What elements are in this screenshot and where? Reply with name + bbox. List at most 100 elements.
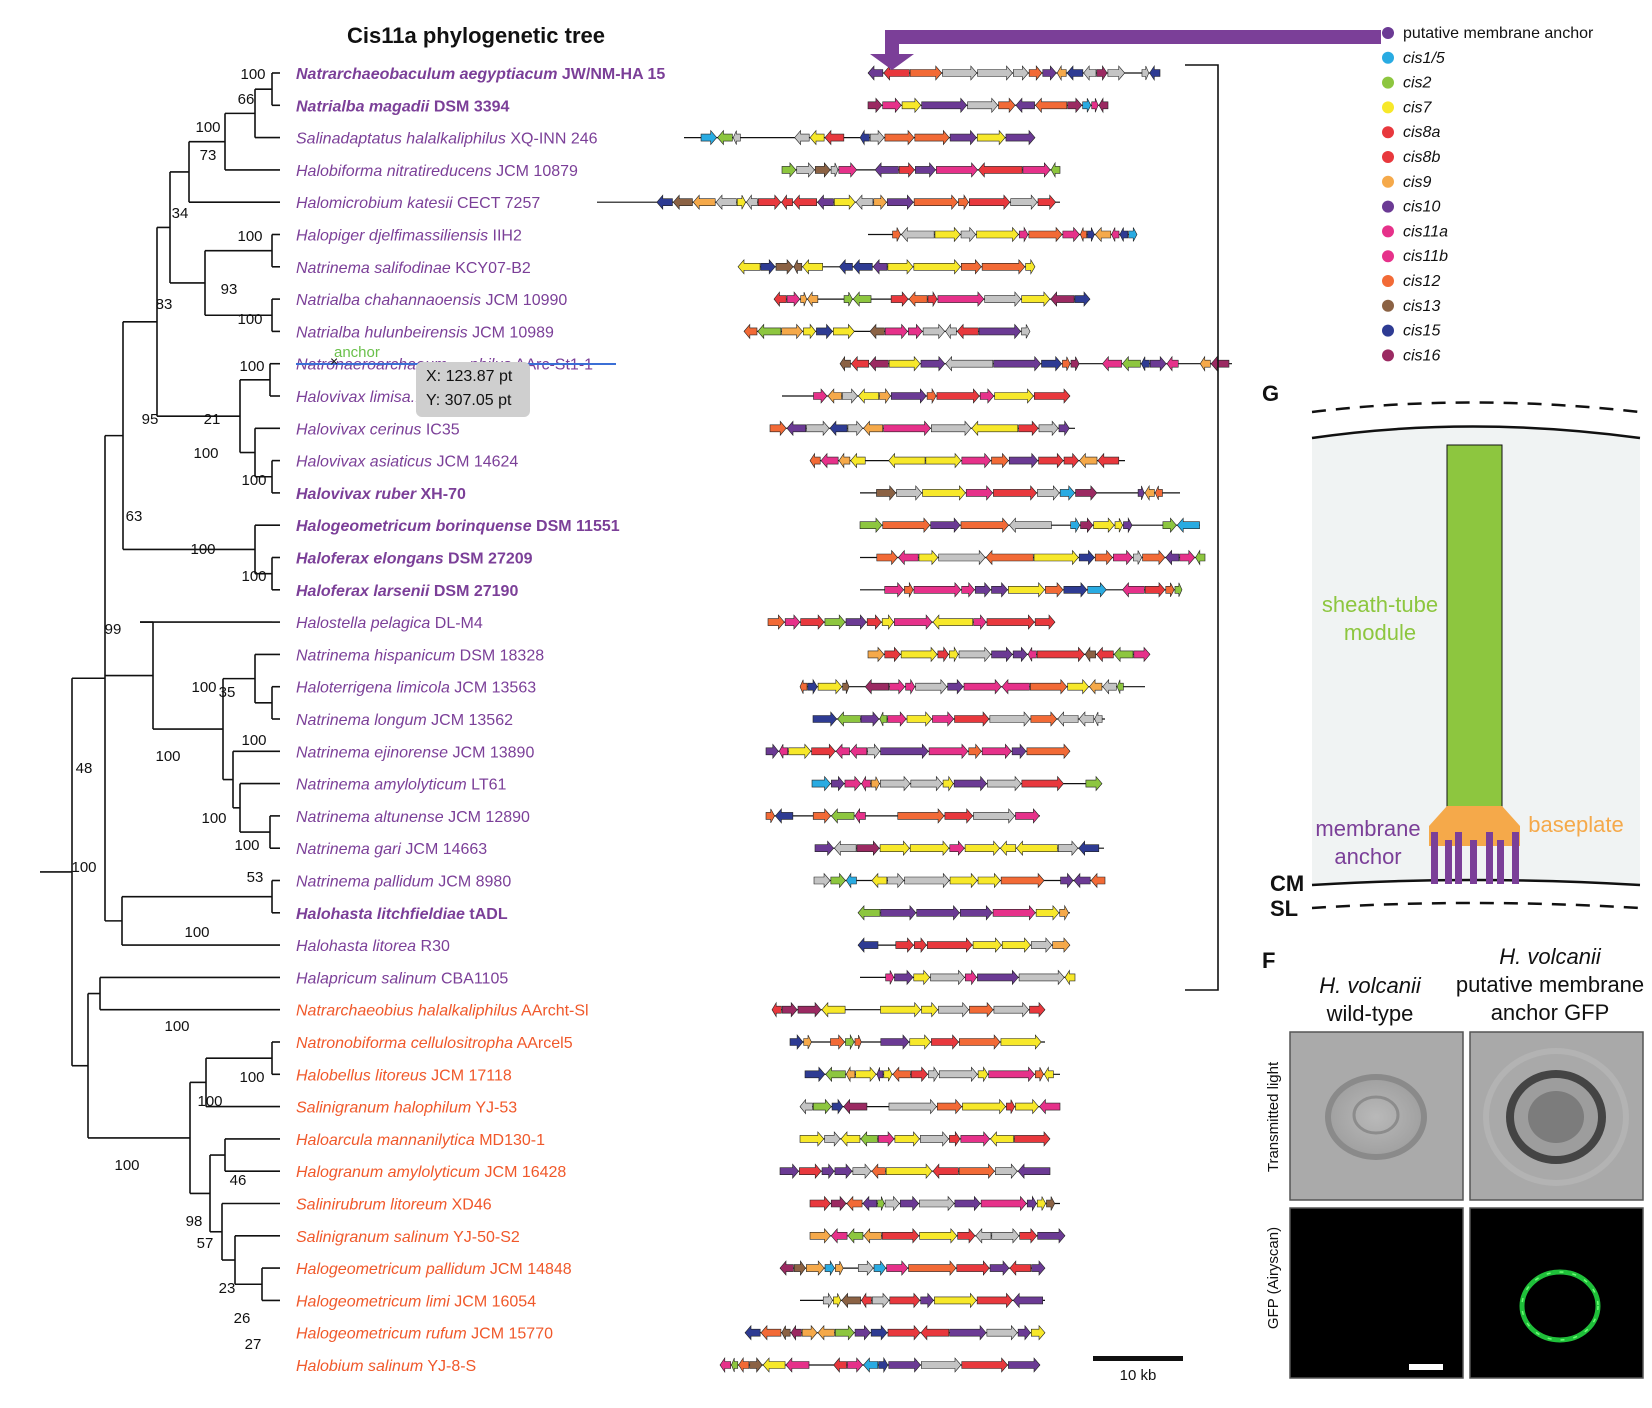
gene-arrow <box>977 872 1001 889</box>
gene-arrow <box>880 904 917 921</box>
gene-arrow <box>1058 420 1070 437</box>
gene-arrow <box>876 485 897 501</box>
gene-arrow <box>801 1324 818 1341</box>
gene-arrow <box>799 1131 825 1147</box>
gene-arrow <box>1018 226 1029 243</box>
gene-arrow <box>860 1131 878 1147</box>
gene-arrow <box>817 1324 835 1341</box>
gene-arrow <box>1013 65 1029 81</box>
gene-arrow <box>866 614 882 630</box>
gene-arrow <box>873 194 887 211</box>
taxon-label: Natrinema hispanicum DSM 18328 <box>296 647 544 664</box>
bootstrap-value: 98 <box>186 1213 203 1230</box>
gene-arrow <box>949 129 977 146</box>
tree-title: Cis11a phylogenetic tree <box>347 23 605 48</box>
gene-arrow <box>1111 227 1120 242</box>
gene-arrow <box>938 1066 978 1083</box>
gene-arrow <box>964 840 1001 857</box>
gene-arrow <box>1073 872 1091 889</box>
bootstrap-value: 100 <box>114 1157 139 1174</box>
gene-cluster-row <box>744 1324 1046 1341</box>
gene-arrow <box>872 258 888 275</box>
gene-arrow <box>824 1131 841 1147</box>
gene-cluster-row <box>782 387 1071 405</box>
gene-arrow <box>883 65 910 81</box>
gene-arrow <box>971 420 1019 437</box>
gene-arrow <box>926 937 973 953</box>
gene-arrow <box>817 194 834 211</box>
gene-arrow <box>715 194 737 211</box>
gene-arrow <box>959 1034 1001 1050</box>
gene-arrow <box>1174 582 1183 597</box>
gene-arrow <box>987 775 1022 792</box>
gene-arrow <box>922 485 966 501</box>
legend-label: cis12 <box>1403 273 1440 290</box>
gene-arrow <box>831 808 855 824</box>
gene-arrow <box>1083 65 1097 81</box>
gene-arrow <box>719 1357 731 1373</box>
bootstrap-value: 34 <box>172 205 189 222</box>
gene-arrow <box>1021 291 1051 307</box>
gene-arrow <box>833 194 856 211</box>
gene-arrow <box>886 1260 909 1276</box>
taxon-label: Halovivax asiaticus JCM 14624 <box>296 454 518 471</box>
legend-swatch <box>1382 126 1394 139</box>
gene-cluster-row <box>771 1001 1046 1018</box>
gene-arrow <box>839 355 851 372</box>
gene-arrow <box>857 1260 874 1276</box>
gene-arrow <box>956 323 979 340</box>
gene-arrow <box>908 323 923 340</box>
gene-arrow <box>859 129 870 146</box>
gene-arrow <box>1063 581 1088 598</box>
gene-arrow <box>779 1163 799 1180</box>
gene-arrow <box>855 1066 877 1083</box>
gene-arrow <box>908 1260 957 1276</box>
gene-arrow <box>861 1292 872 1309</box>
gene-arrow <box>1018 969 1065 986</box>
gene-arrow <box>913 969 931 986</box>
gene-arrow <box>767 614 785 630</box>
gene-arrow <box>1030 678 1068 695</box>
gene-arrow <box>830 872 846 889</box>
gene-arrow <box>960 517 1010 534</box>
gene-cluster-row <box>765 807 1040 824</box>
gene-arrow <box>1114 518 1123 533</box>
gene-arrow <box>1008 452 1039 469</box>
gene-arrow <box>1149 65 1161 81</box>
gene-cluster-row <box>800 1292 1045 1309</box>
gene-arrow <box>847 1227 864 1244</box>
taxon-label: Haloterrigena limicola JCM 13563 <box>296 680 536 697</box>
gene-arrow <box>1074 291 1091 307</box>
gene-arrow <box>994 1163 1018 1180</box>
gene-arrow <box>769 420 787 437</box>
svg-text:×: × <box>330 353 338 369</box>
gene-arrow <box>921 1001 939 1018</box>
gene-arrow <box>887 194 914 211</box>
gene-arrow <box>838 162 858 178</box>
gene-arrow <box>863 1227 882 1244</box>
gene-arrow <box>812 711 838 727</box>
gene-arrow <box>1033 388 1071 404</box>
gene-arrow <box>871 872 888 889</box>
legend-swatch <box>1382 101 1394 114</box>
gene-arrow <box>789 1034 804 1050</box>
gene-arrow <box>863 420 884 437</box>
gene-arrow <box>973 808 1016 824</box>
gene-arrow <box>1144 484 1155 501</box>
gene-arrow <box>812 808 831 824</box>
gene-arrow <box>1041 355 1063 372</box>
gene-arrow <box>1000 872 1045 889</box>
gene-arrow <box>920 1292 934 1309</box>
gene-cluster-row <box>813 872 1106 889</box>
gene-arrow <box>984 291 1022 307</box>
gene-cluster-row <box>812 711 1105 727</box>
gene-arrow <box>961 581 975 598</box>
gene-arrow <box>932 1163 959 1180</box>
gene-arrow <box>793 259 803 274</box>
gene-arrow <box>960 226 977 243</box>
gene-arrow <box>1012 646 1028 663</box>
bootstrap-value: 100 <box>164 1018 189 1035</box>
gene-arrow <box>889 678 906 695</box>
legend-label: cis11a <box>1403 223 1448 240</box>
bootstrap-value: 27 <box>245 1336 262 1353</box>
